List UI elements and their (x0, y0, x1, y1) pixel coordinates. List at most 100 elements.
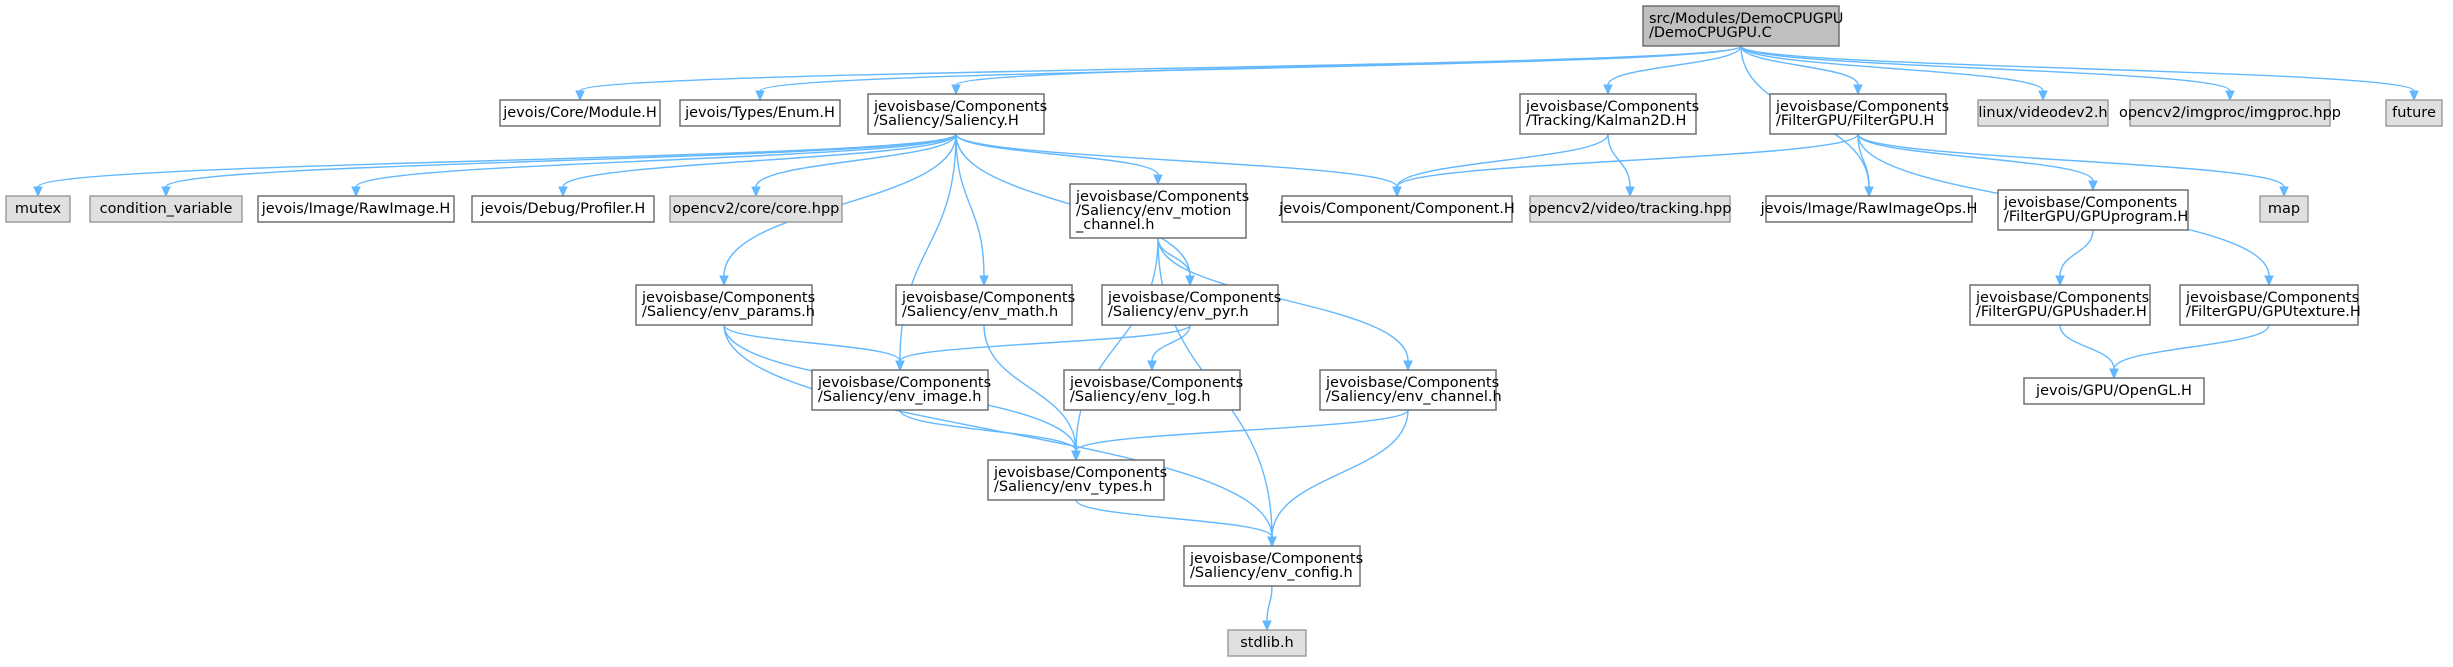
node-envpyr[interactable]: jevoisbase/Components/Saliency/env_pyr.h (1101, 284, 1281, 326)
node-box-envconfig (1183, 545, 1361, 587)
node-videodev2[interactable]: linux/videodev2.h (1977, 99, 2109, 127)
edge-envpyr-to-envlog (1147, 324, 1191, 372)
edge-envpyr-to-envimage (895, 324, 1191, 372)
edge-saliency-to-mutex (33, 133, 957, 198)
node-label-envmotion: jevoisbase/Components (1075, 189, 1249, 205)
node-envmotion[interactable]: jevoisbase/Components/Saliency/env_motio… (1069, 183, 1249, 239)
node-box-opengl (2023, 377, 2205, 405)
node-box-future (2385, 99, 2443, 127)
node-envlog[interactable]: jevoisbase/Components/Saliency/env_log.h (1063, 369, 1243, 411)
edge-root-to-types_enum (755, 45, 1742, 102)
node-box-envmotion (1069, 183, 1247, 239)
edge-root-to-core_module (575, 45, 1742, 102)
node-box-component (1281, 195, 1513, 223)
node-mutex[interactable]: mutex (5, 195, 71, 223)
edge-saliency-to-profiler (558, 133, 957, 198)
edge-root-to-imgproc (1740, 45, 2235, 102)
edge-envmotion-to-envchannel (1157, 237, 1413, 372)
node-envtypes[interactable]: jevoisbase/Components/Saliency/env_types… (987, 459, 1167, 501)
edge-envparams-to-envimage (723, 324, 905, 372)
node-box-gpushader (1969, 284, 2151, 326)
node-label-root: /DemoCPUGPU.C (1649, 25, 1772, 41)
node-label-types_enum: jevois/Types/Enum.H (684, 105, 835, 121)
node-label-envmath: /Saliency/env_math.h (902, 304, 1058, 320)
node-envconfig[interactable]: jevoisbase/Components/Saliency/env_confi… (1183, 545, 1363, 587)
node-label-mutex: mutex (15, 201, 62, 217)
node-condvar[interactable]: condition_variable (89, 195, 243, 223)
node-label-envimage: jevoisbase/Components (817, 375, 991, 391)
node-rawimage[interactable]: jevois/Image/RawImage.H (257, 195, 455, 223)
node-label-gputexture: /FilterGPU/GPUtexture.H (2186, 304, 2361, 320)
node-box-videodev2 (1977, 99, 2109, 127)
edge-root-to-future (1740, 45, 2419, 102)
edge-saliency-to-envmotion (955, 133, 1163, 186)
node-box-condvar (89, 195, 243, 223)
node-label-tracking: opencv2/video/tracking.hpp (1529, 201, 1732, 217)
node-stdlib[interactable]: stdlib.h (1227, 629, 1307, 657)
node-box-gpuprogram (1997, 189, 2189, 231)
node-label-stdlib: stdlib.h (1240, 635, 1294, 651)
node-kalman[interactable]: jevoisbase/Components/Tracking/Kalman2D.… (1519, 93, 1699, 135)
node-label-envlog: /Saliency/env_log.h (1070, 389, 1210, 405)
edge-saliency-to-envmath (955, 133, 989, 287)
node-component[interactable]: jevois/Component/Component.H (1278, 195, 1515, 223)
edge-root-to-filtergpu (1740, 45, 1863, 96)
node-gpushader[interactable]: jevoisbase/Components/FilterGPU/GPUshade… (1969, 284, 2151, 326)
edge-envchannel-to-envconfig (1267, 409, 1409, 548)
node-corehpp[interactable]: opencv2/core/core.hpp (669, 195, 843, 223)
node-box-gputexture (2179, 284, 2359, 326)
node-gputexture[interactable]: jevoisbase/Components/FilterGPU/GPUtextu… (2179, 284, 2361, 326)
node-root[interactable]: src/Modules/DemoCPUGPU/DemoCPUGPU.C (1642, 5, 1843, 47)
node-box-tracking (1529, 195, 1731, 223)
node-label-saliency: jevoisbase/Components (873, 99, 1047, 115)
node-box-envlog (1063, 369, 1241, 411)
node-rawimageops[interactable]: jevois/Image/RawImageOps.H (1760, 195, 1978, 223)
node-types_enum[interactable]: jevois/Types/Enum.H (679, 99, 841, 127)
node-tracking[interactable]: opencv2/video/tracking.hpp (1529, 195, 1732, 223)
node-label-envlog: jevoisbase/Components (1069, 375, 1243, 391)
node-label-root: src/Modules/DemoCPUGPU (1649, 11, 1843, 27)
node-label-kalman: /Tracking/Kalman2D.H (1526, 113, 1686, 129)
node-box-envpyr (1101, 284, 1279, 326)
nodes-layer: src/Modules/DemoCPUGPU/DemoCPUGPU.C jevoi… (5, 5, 2443, 657)
node-label-gpushader: jevoisbase/Components (1975, 290, 2149, 306)
node-label-saliency: /Saliency/Saliency.H (874, 113, 1019, 129)
node-core_module[interactable]: jevois/Core/Module.H (499, 99, 661, 127)
node-label-envconfig: /Saliency/env_config.h (1190, 565, 1353, 581)
node-saliency[interactable]: jevoisbase/Components/Saliency/Saliency.… (867, 93, 1047, 135)
node-box-rawimageops (1765, 195, 1973, 223)
node-envparams[interactable]: jevoisbase/Components/Saliency/env_param… (635, 284, 815, 326)
node-imgproc[interactable]: opencv2/imgproc/imgproc.hpp (2119, 99, 2341, 127)
node-map[interactable]: map (2259, 195, 2309, 223)
node-label-gpuprogram: jevoisbase/Components (2003, 195, 2177, 211)
node-label-future: future (2392, 105, 2436, 121)
node-box-profiler (471, 195, 655, 223)
edge-gputexture-to-opengl (2109, 324, 2270, 380)
edge-filtergpu-to-component (1392, 133, 1859, 198)
node-label-rawimage: jevois/Image/RawImage.H (261, 201, 451, 217)
edge-gpushader-to-opengl (2059, 324, 2119, 380)
node-label-envconfig: jevoisbase/Components (1189, 551, 1363, 567)
node-opengl[interactable]: jevois/GPU/OpenGL.H (2023, 377, 2205, 405)
node-label-envtypes: jevoisbase/Components (993, 465, 1167, 481)
node-box-types_enum (679, 99, 841, 127)
node-label-gputexture: jevoisbase/Components (2185, 290, 2359, 306)
node-label-envtypes: /Saliency/env_types.h (994, 479, 1152, 495)
node-label-opengl: jevois/GPU/OpenGL.H (2035, 383, 2192, 399)
node-envchannel[interactable]: jevoisbase/Components/Saliency/env_chann… (1319, 369, 1502, 411)
edge-root-to-kalman (1603, 45, 1742, 96)
node-filtergpu[interactable]: jevoisbase/Components/FilterGPU/FilterGP… (1769, 93, 1949, 135)
node-envimage[interactable]: jevoisbase/Components/Saliency/env_image… (811, 369, 991, 411)
node-envmath[interactable]: jevoisbase/Components/Saliency/env_math.… (895, 284, 1075, 326)
edge-envconfig-to-stdlib (1262, 585, 1273, 632)
node-label-envpyr: /Saliency/env_pyr.h (1108, 304, 1249, 320)
node-label-corehpp: opencv2/core/core.hpp (673, 201, 840, 217)
node-label-envmath: jevoisbase/Components (901, 290, 1075, 306)
node-future[interactable]: future (2385, 99, 2443, 127)
edges-layer (33, 45, 2419, 632)
node-gpuprogram[interactable]: jevoisbase/Components/FilterGPU/GPUprogr… (1997, 189, 2189, 231)
node-label-map: map (2268, 201, 2300, 217)
edge-root-to-videodev2 (1740, 45, 2048, 102)
node-profiler[interactable]: jevois/Debug/Profiler.H (471, 195, 655, 223)
node-box-corehpp (669, 195, 843, 223)
